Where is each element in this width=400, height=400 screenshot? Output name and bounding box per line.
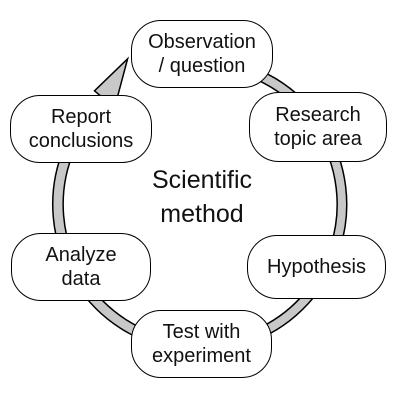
diagram-title: Scientific method (151, 166, 253, 228)
step-hypothesis: Hypothesis (247, 235, 386, 299)
step-test-with-experiment: Test with experiment (131, 310, 272, 378)
step-research-topic-area: Research topic area (249, 92, 387, 162)
step-observation-question: Observation / question (131, 20, 273, 88)
step-report-conclusions: Report conclusions (10, 95, 152, 163)
step-analyze-data: Analyze data (11, 233, 151, 301)
